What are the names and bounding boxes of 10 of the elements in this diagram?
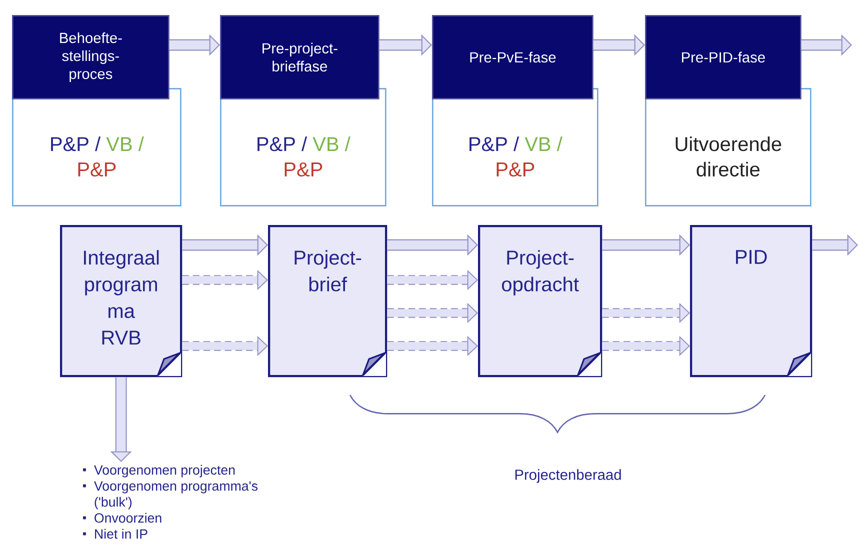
phase-box: P&P / VB / P&P	[220, 88, 386, 206]
phase-header: Pre-project- brieffase	[220, 15, 380, 100]
bullet-list: Voorgenomen projecten Voorgenomen programma's ('bulk') Onvoorzien Niet in IP	[83, 464, 258, 539]
phase-header: Pre-PID-fase	[645, 15, 802, 100]
phase-box: P&P / VB / P&P	[432, 88, 598, 206]
brace-label: Projectenberaad	[515, 469, 621, 483]
phase-box: P&P / VB / P&P	[12, 88, 182, 206]
phase-header: Behoefte- stellings- proces	[12, 15, 170, 100]
phase-header: Pre-PvE-fase	[432, 15, 594, 100]
phase-box: Uitvoerende directie	[645, 88, 812, 206]
